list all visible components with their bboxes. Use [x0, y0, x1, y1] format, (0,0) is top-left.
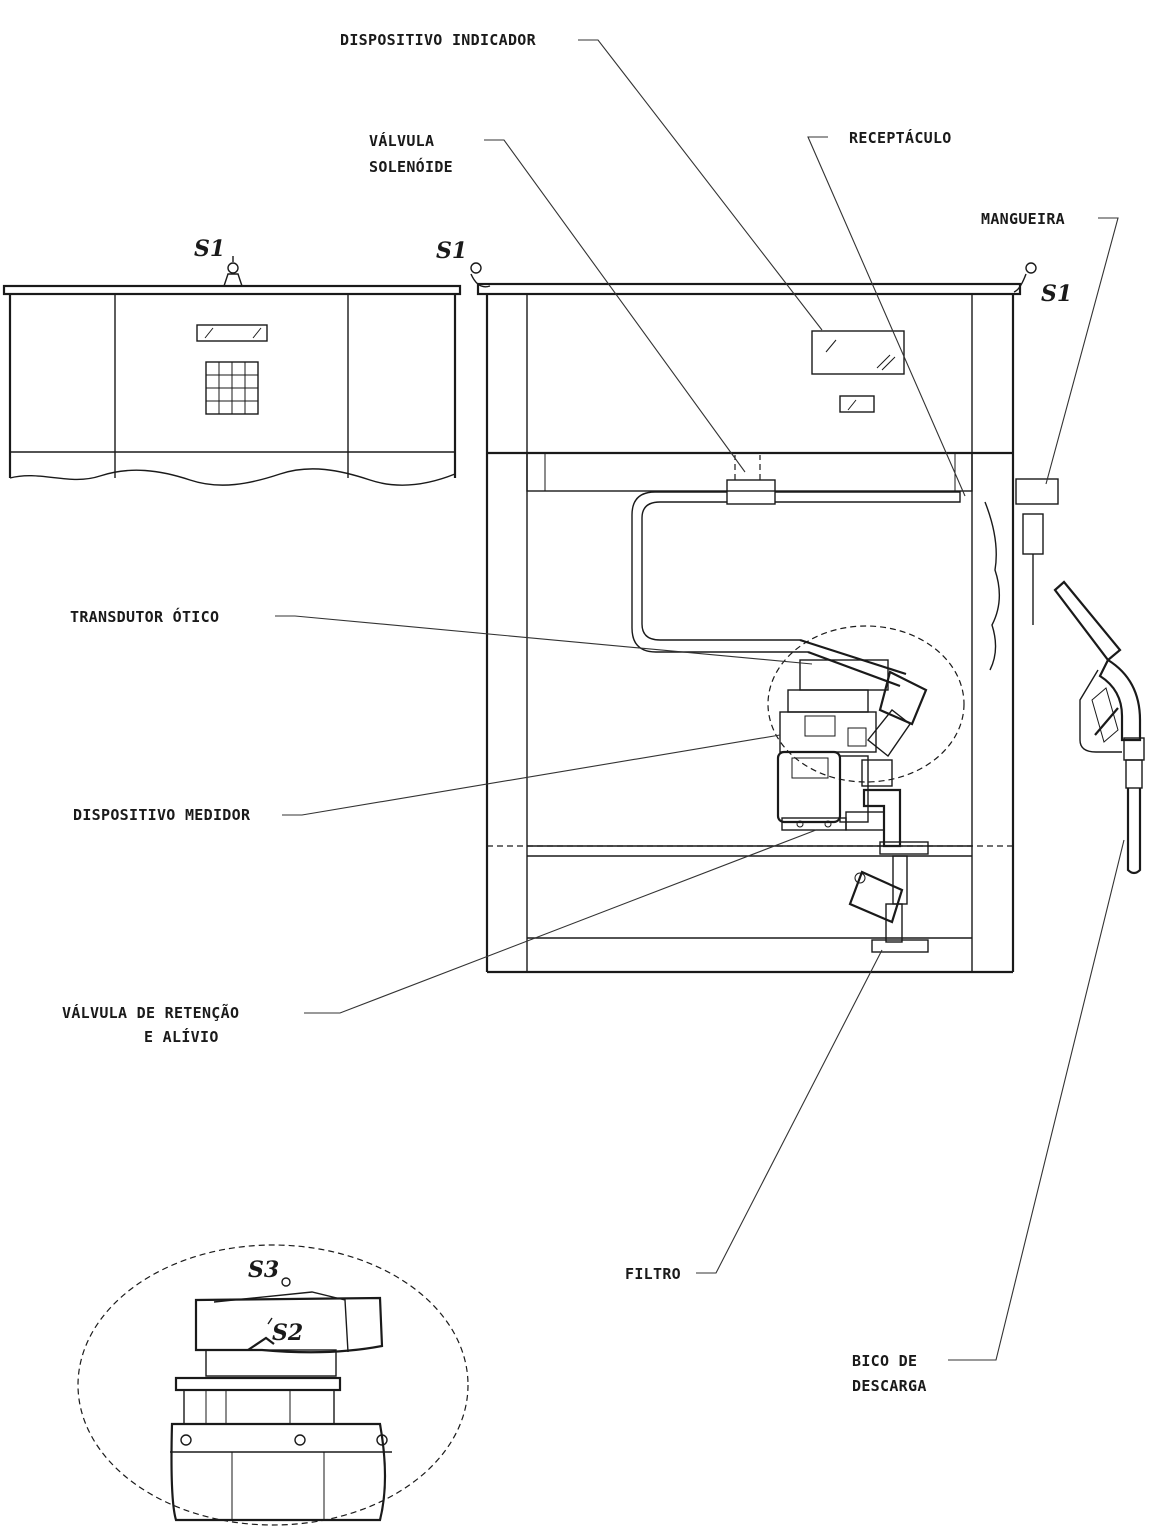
seal-s3: S3 [248, 1257, 279, 1283]
label-filtro: FILTRO [625, 1265, 681, 1283]
seal-hook-s1-right [1013, 262, 1037, 293]
label-bico-descarga-line2: DESCARGA [852, 1377, 927, 1395]
label-valvula-retencao-line2: E ALÍVIO [144, 1027, 219, 1046]
leader-lines [275, 39, 1125, 1361]
label-dispositivo-indicador: DISPOSITIVO INDICADOR [340, 31, 537, 49]
detail-inset [77, 1244, 469, 1526]
main-dispenser-view [470, 262, 1037, 974]
seal-s1-right: S1 [1041, 281, 1072, 307]
keypad-grid [205, 361, 259, 415]
seal-s2: S2 [272, 1320, 303, 1346]
label-valvula-retencao-line1: VÁLVULA DE RETENÇÃO [62, 1003, 239, 1022]
side-view-top [2, 256, 462, 486]
seal-markers: S1 S1 S1 S3 S2 [194, 236, 1072, 1346]
label-valvula-solenoide-line2: SOLENÓIDE [369, 157, 453, 176]
label-transdutor-otico: TRANSDUTOR ÓTICO [70, 607, 219, 626]
discharge-nozzle [1053, 580, 1145, 875]
seal-hook-s1-center [470, 262, 491, 288]
label-mangueira: MANGUEIRA [981, 210, 1065, 228]
seal-s1-left: S1 [194, 236, 225, 262]
label-bico-descarga-line1: BICO DE [852, 1352, 917, 1370]
seal-hook-s1-left [223, 256, 243, 287]
filter [848, 855, 929, 953]
meter-assembly [767, 625, 965, 855]
label-receptaculo: RECEPTÁCULO [849, 128, 952, 147]
nozzle-receptacle [984, 478, 1059, 671]
label-valvula-solenoide-line1: VÁLVULA [369, 131, 434, 150]
label-dispositivo-medidor: DISPOSITIVO MEDIDOR [73, 806, 251, 824]
seal-s1-center: S1 [436, 238, 467, 264]
callout-labels: DISPOSITIVO INDICADOR VÁLVULA SOLENÓIDE … [62, 31, 1065, 1395]
